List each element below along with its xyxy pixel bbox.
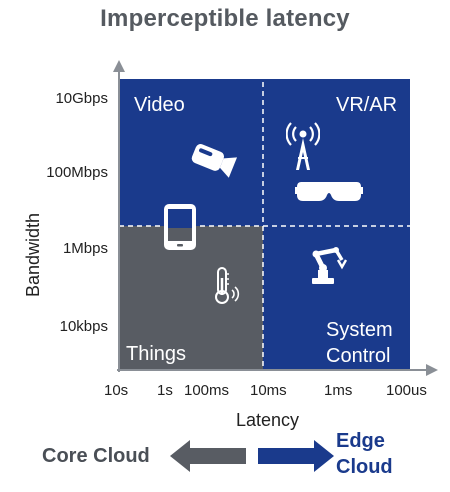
- x-tick-10s: 10s: [104, 382, 129, 399]
- y-tick-100mbps: 100Mbps: [46, 164, 108, 181]
- label-vrar: VR/AR: [336, 94, 398, 116]
- camera-icon: [191, 144, 238, 178]
- cell-tower-icon: [286, 122, 320, 170]
- y-tick-10kbps: 10kbps: [59, 318, 108, 335]
- vr-headset-icon: [295, 182, 363, 201]
- y-tick-10gbps: 10Gbps: [55, 90, 108, 107]
- tablet-icon: [164, 204, 196, 250]
- y-tick-1mbps: 1Mbps: [62, 240, 108, 257]
- y-axis-title: Bandwidth: [23, 212, 43, 298]
- edge-cloud-label-line1: Edge: [336, 430, 385, 452]
- label-control: Control: [326, 345, 391, 367]
- y-axis-arrowhead: [113, 60, 125, 72]
- right-arrow-icon: [258, 440, 334, 472]
- left-arrow-icon: [170, 440, 246, 472]
- label-video: Video: [134, 94, 185, 116]
- quadrant-vrar: [263, 79, 410, 226]
- page-title: Imperceptible latency: [100, 5, 350, 32]
- label-system: System: [326, 319, 393, 341]
- x-tick-10ms: 10ms: [250, 382, 287, 399]
- x-axis-title: Latency: [236, 410, 300, 430]
- x-tick-1s: 1s: [157, 382, 173, 399]
- x-tick-100ms: 100ms: [184, 382, 230, 399]
- label-things: Things: [126, 343, 187, 365]
- edge-cloud-label-line2: Cloud: [336, 456, 393, 478]
- core-cloud-label: Core Cloud: [42, 445, 150, 467]
- x-tick-1ms: 1ms: [324, 382, 353, 399]
- x-tick-100us: 100us: [386, 382, 427, 399]
- quadrant-video: [119, 79, 263, 226]
- thermometer-icon: [215, 267, 240, 304]
- robot-arm-icon: [312, 247, 348, 284]
- x-axis-arrowhead: [426, 364, 438, 376]
